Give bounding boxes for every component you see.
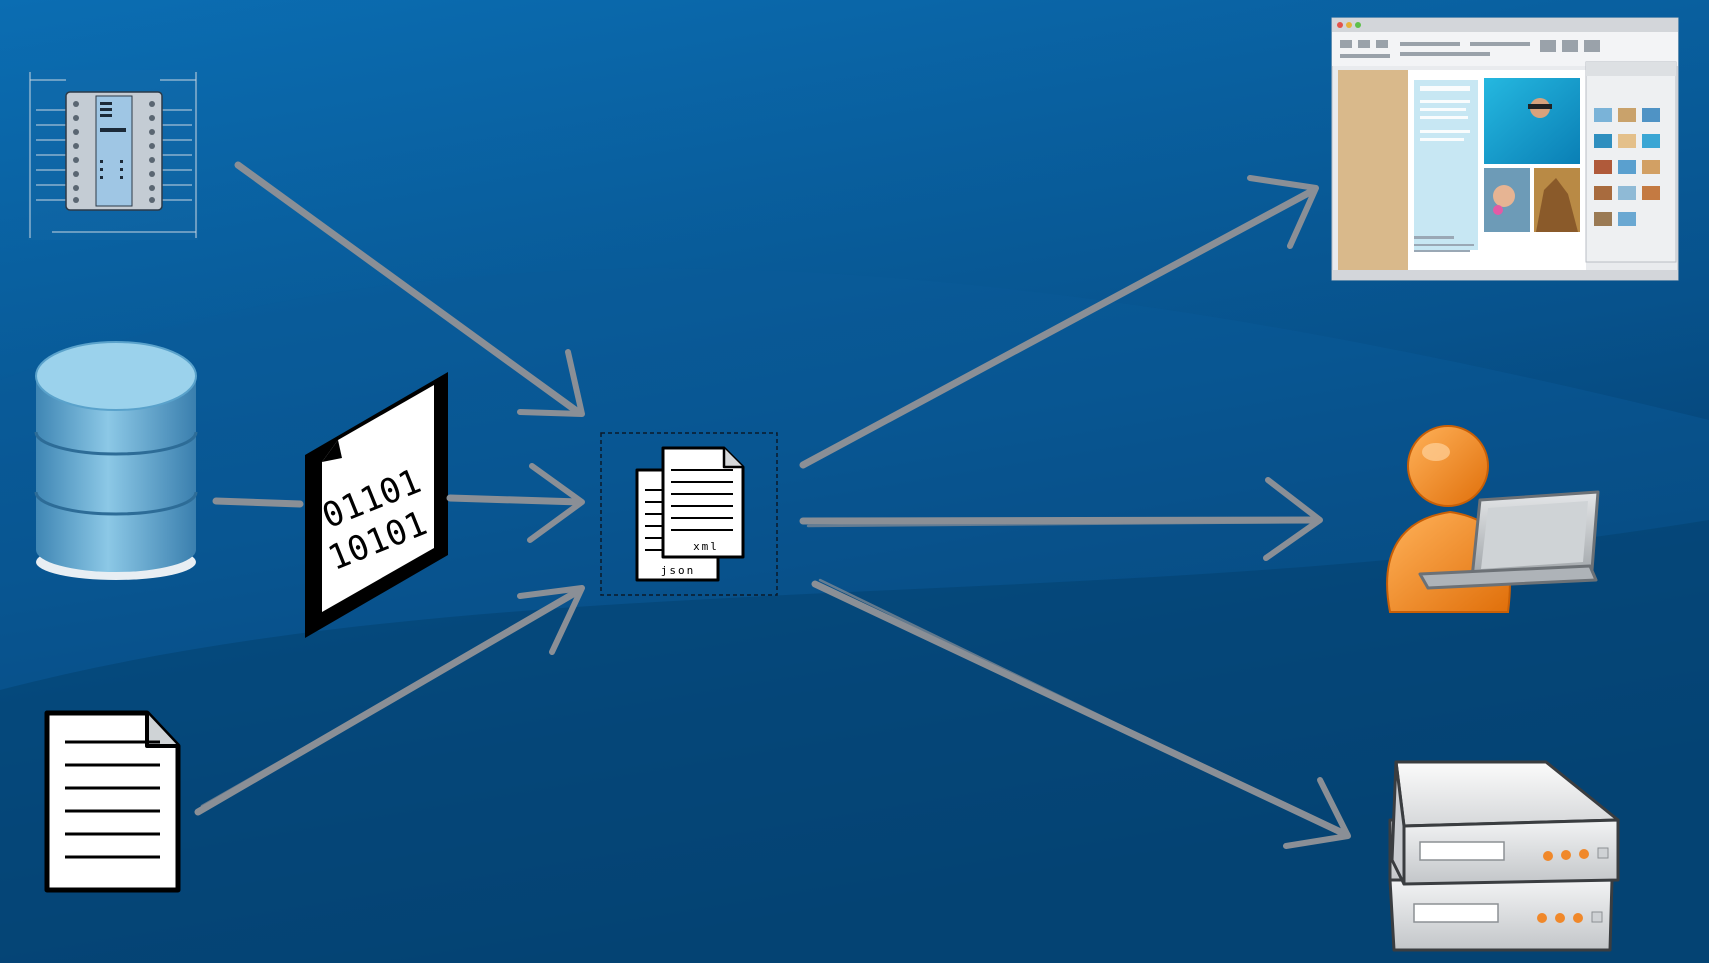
server-stack-icon xyxy=(1388,760,1620,952)
database-icon xyxy=(34,341,198,580)
arrow-binary-to-hub xyxy=(446,463,585,543)
hub-back-doc-label: json xyxy=(661,564,696,577)
window-statusbar xyxy=(1332,270,1678,280)
media-thumbnails xyxy=(1594,108,1660,226)
window-ribbon xyxy=(1332,32,1678,66)
document-sidebar-panel xyxy=(1414,80,1478,250)
hub-selection-box xyxy=(600,432,778,596)
pool-photo xyxy=(1484,78,1580,164)
text-document-icon xyxy=(44,710,181,893)
binary-file-icon: 01101 10101 xyxy=(305,372,448,638)
word-processor-window-icon xyxy=(1331,17,1679,281)
arrow-hub-to-user xyxy=(799,477,1323,561)
user-laptop-icon xyxy=(1386,425,1600,613)
document-canvas-wood xyxy=(1338,70,1408,270)
arrow-database-to-binary xyxy=(212,497,304,508)
background-swoosh-lower xyxy=(0,520,1709,963)
arrow-plc-to-hub xyxy=(234,161,585,417)
plc-wiring-diagram-icon xyxy=(28,70,198,240)
arrow-hub-to-word-processor xyxy=(799,175,1319,469)
window-titlebar xyxy=(1332,18,1678,32)
hub-front-doc-label: xml xyxy=(693,540,719,553)
arrow-document-to-hub xyxy=(194,585,585,816)
hub-documents-icon: json xml xyxy=(600,432,778,596)
arrow-hub-to-server xyxy=(811,578,1351,849)
